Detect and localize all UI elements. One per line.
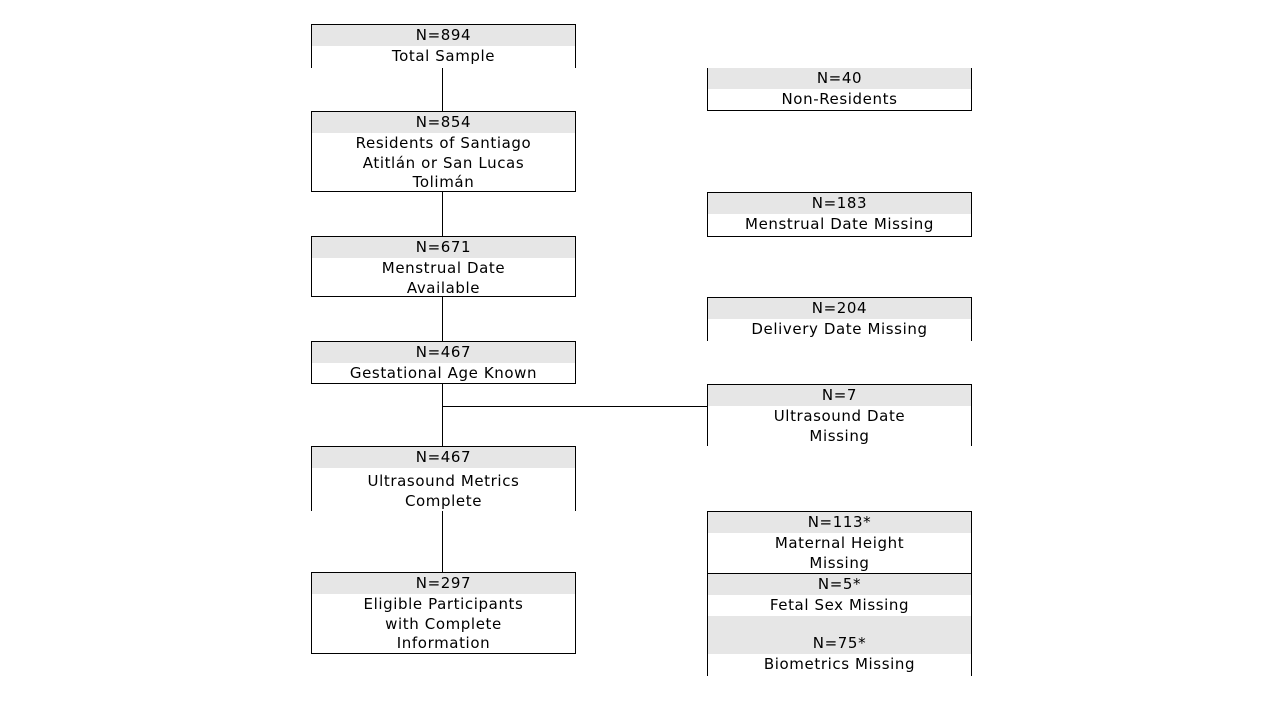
eligible-line1: Eligible Participants xyxy=(363,595,524,613)
fetal-sex-label: Fetal Sex Missing xyxy=(769,596,910,614)
total-sample-count: N=894 xyxy=(312,25,575,46)
gestational-label: Gestational Age Known xyxy=(349,364,538,382)
box-gestational-age: N=467 Gestational Age Known xyxy=(311,341,576,384)
ultrasound-complete-line1: Ultrasound Metrics xyxy=(367,472,520,490)
box-biometrics-missing: N=75* Biometrics Missing xyxy=(707,616,972,676)
box-ultrasound-date-missing: N=7 Ultrasound Date Missing xyxy=(707,384,972,446)
eligible-count: N=297 xyxy=(312,573,575,594)
box-menstrual-available: N=671 Menstrual Date Available xyxy=(311,236,576,297)
maternal-height-count: N=113* xyxy=(708,512,971,533)
box-delivery-missing: N=204 Delivery Date Missing xyxy=(707,297,972,341)
menstrual-available-line1: Menstrual Date xyxy=(381,259,506,277)
residents-label-line2: Atitlán or San Lucas xyxy=(362,153,525,172)
ultrasound-date-missing-count: N=7 xyxy=(708,385,971,406)
menstrual-missing-count: N=183 xyxy=(708,193,971,214)
non-residents-label: Non-Residents xyxy=(781,90,898,108)
biometrics-label: Biometrics Missing xyxy=(708,654,971,676)
maternal-height-line1: Maternal Height xyxy=(774,534,905,552)
box-non-residents: N=40 Non-Residents xyxy=(707,68,972,111)
fetal-sex-count: N=5* xyxy=(708,574,971,595)
eligible-line3: Information xyxy=(396,634,491,652)
residents-label-line3: Tolimán xyxy=(412,173,475,191)
connector-gestational-ultrasound xyxy=(442,384,443,446)
gestational-count: N=467 xyxy=(312,342,575,363)
box-menstrual-missing: N=183 Menstrual Date Missing xyxy=(707,192,972,237)
ultrasound-date-missing-line1: Ultrasound Date xyxy=(773,407,906,425)
residents-label-line1: Residents of Santiago xyxy=(355,134,532,152)
connector-residents-menstrual xyxy=(442,192,443,236)
connector-ultrasound-eligible xyxy=(442,511,443,572)
biometrics-count: N=75* xyxy=(708,633,971,654)
ultrasound-date-missing-line2: Missing xyxy=(809,426,870,445)
eligible-line2: with Complete xyxy=(385,614,502,633)
box-fetal-sex-missing: N=5* Fetal Sex Missing xyxy=(707,573,972,616)
connector-menstrual-gestational xyxy=(442,297,443,341)
ultrasound-complete-count: N=467 xyxy=(312,447,575,468)
box-ultrasound-complete: N=467 Ultrasound Metrics Complete xyxy=(311,446,576,511)
menstrual-available-count: N=671 xyxy=(312,237,575,258)
connector-total-residents xyxy=(442,68,443,111)
ultrasound-complete-line2: Complete xyxy=(404,491,483,510)
total-sample-label: Total Sample xyxy=(391,47,496,65)
residents-count: N=854 xyxy=(312,112,575,133)
box-eligible: N=297 Eligible Participants with Complet… xyxy=(311,572,576,654)
non-residents-count: N=40 xyxy=(708,68,971,89)
box-maternal-height-missing: N=113* Maternal Height Missing xyxy=(707,511,972,573)
box-total-sample: N=894 Total Sample xyxy=(311,24,576,68)
connector-branch-ultrasound-date xyxy=(442,406,707,407)
box-residents: N=854 Residents of Santiago Atitlán or S… xyxy=(311,111,576,192)
delivery-missing-count: N=204 xyxy=(708,298,971,319)
menstrual-missing-label: Menstrual Date Missing xyxy=(745,215,934,233)
maternal-height-line2: Missing xyxy=(809,553,870,572)
delivery-missing-label: Delivery Date Missing xyxy=(751,320,928,338)
menstrual-available-line2: Available xyxy=(406,278,481,297)
